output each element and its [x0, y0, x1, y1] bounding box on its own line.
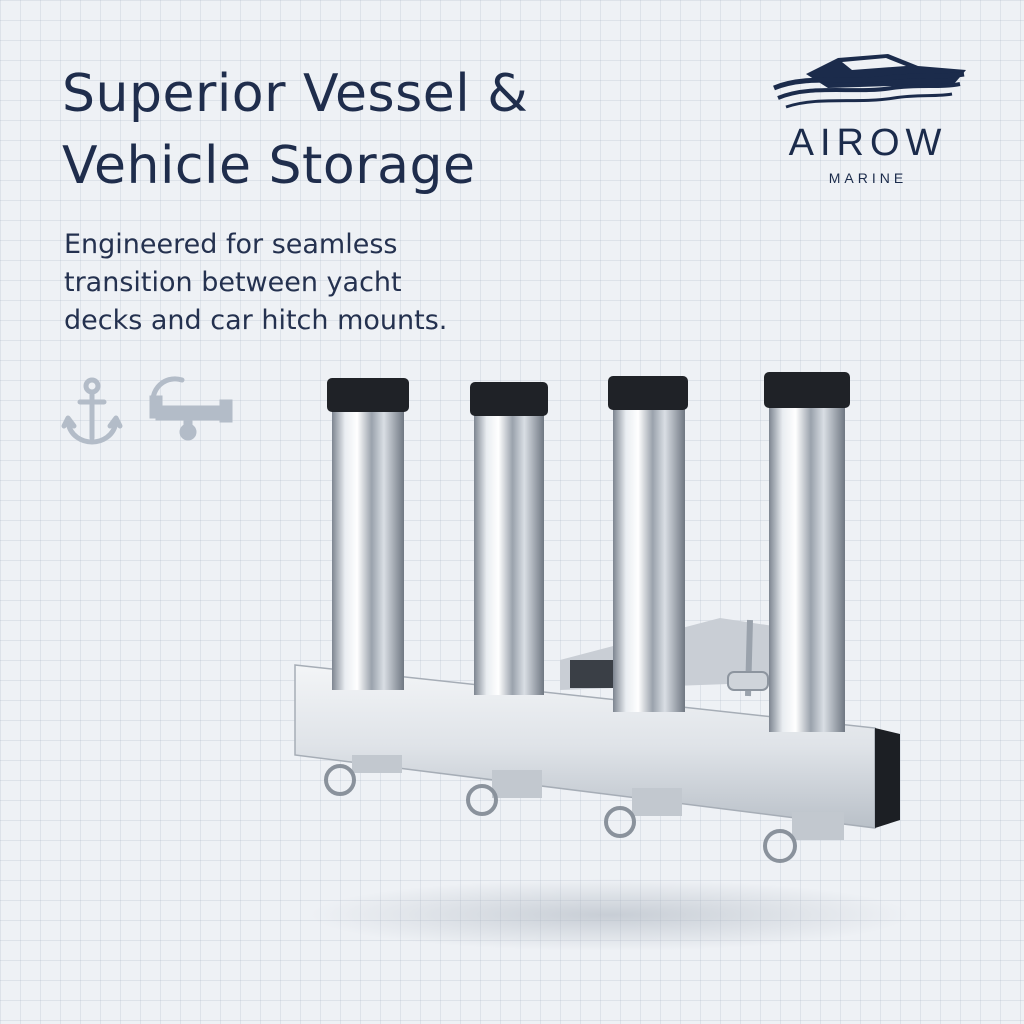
trailer-hitch-icon	[149, 376, 233, 441]
rod-tube-4	[763, 372, 850, 863]
four-tube-rod-holder	[294, 372, 910, 951]
subheadline: Engineered for seamless transition betwe…	[64, 226, 584, 340]
product-shadow	[310, 879, 910, 951]
subheadline-line-2: transition between yacht	[64, 267, 402, 298]
headline: Superior Vessel & Vehicle Storage	[62, 58, 682, 202]
headline-line-1: Superior Vessel &	[62, 64, 529, 124]
brand-logo	[760, 44, 980, 194]
rod-tube-2	[466, 382, 548, 816]
yacht-waves-icon	[773, 54, 966, 109]
crossbar	[294, 664, 900, 829]
brand-tagline: MARINE	[828, 170, 908, 186]
brand-name-wrap: AIROW	[760, 124, 976, 168]
anchor-icon	[61, 377, 123, 445]
subheadline-line-1: Engineered for seamless	[64, 229, 398, 260]
subheadline-line-3: decks and car hitch mounts.	[64, 305, 448, 336]
feature-icons	[61, 376, 233, 445]
headline-line-2: Vehicle Storage	[62, 136, 476, 196]
rod-tube-1	[324, 378, 409, 796]
rod-tube-3	[604, 376, 688, 838]
brand-name: AIROW	[788, 122, 948, 164]
